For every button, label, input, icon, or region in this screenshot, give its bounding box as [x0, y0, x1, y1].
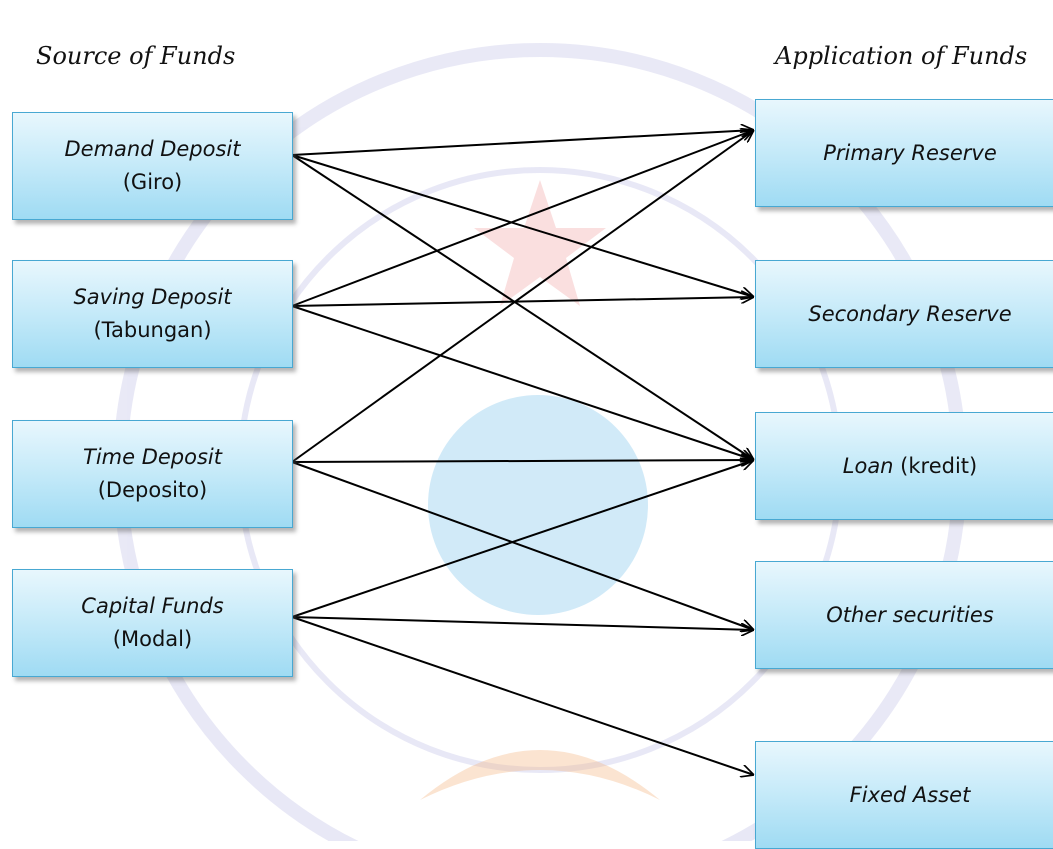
- flow-arrow: [291, 461, 754, 630]
- flow-arrow: [291, 616, 754, 775]
- source-name: Time Deposit: [83, 445, 222, 470]
- source-box-time-deposit: Time Deposit (Deposito): [12, 420, 293, 528]
- application-name: Loan: [842, 453, 894, 478]
- source-local-name: (Modal): [112, 627, 193, 651]
- source-name: Demand Deposit: [64, 137, 241, 162]
- flow-arrow: [291, 305, 754, 460]
- application-box-fixed-asset: Fixed Asset: [755, 741, 1053, 849]
- flow-arrow: [291, 154, 754, 297]
- source-box-saving-deposit: Saving Deposit (Tabungan): [12, 260, 293, 368]
- source-local-name: (Giro): [122, 170, 183, 194]
- source-of-funds-heading: Source of Funds: [36, 42, 236, 70]
- application-of-funds-heading: Application of Funds: [775, 42, 1028, 70]
- source-name: Saving Deposit: [73, 285, 232, 310]
- application-box-secondary-reserve: Secondary Reserve: [755, 260, 1053, 368]
- flow-arrow: [291, 130, 754, 156]
- source-box-capital-funds: Capital Funds (Modal): [12, 569, 293, 677]
- application-box-primary-reserve: Primary Reserve: [755, 99, 1053, 207]
- source-name: Capital Funds: [81, 594, 224, 619]
- source-local-name: (Tabungan): [93, 318, 212, 342]
- application-name: Secondary Reserve: [808, 301, 1012, 326]
- source-local-name: (Deposito): [97, 478, 208, 502]
- flow-arrow: [291, 616, 754, 630]
- application-name: Other securities: [826, 602, 994, 627]
- application-box-loan: Loan (kredit): [755, 412, 1053, 520]
- application-suffix: (kredit): [893, 453, 978, 478]
- flow-arrow: [291, 297, 754, 307]
- flow-arrow: [291, 154, 754, 460]
- flow-arrow: [291, 460, 754, 462]
- flow-arrow: [291, 130, 754, 463]
- flow-arrow: [291, 460, 754, 618]
- application-name: Primary Reserve: [823, 140, 997, 165]
- source-box-demand-deposit: Demand Deposit (Giro): [12, 112, 293, 220]
- application-box-other-securities: Other securities: [755, 561, 1053, 669]
- application-name: Fixed Asset: [849, 782, 971, 807]
- flow-arrow: [291, 130, 754, 307]
